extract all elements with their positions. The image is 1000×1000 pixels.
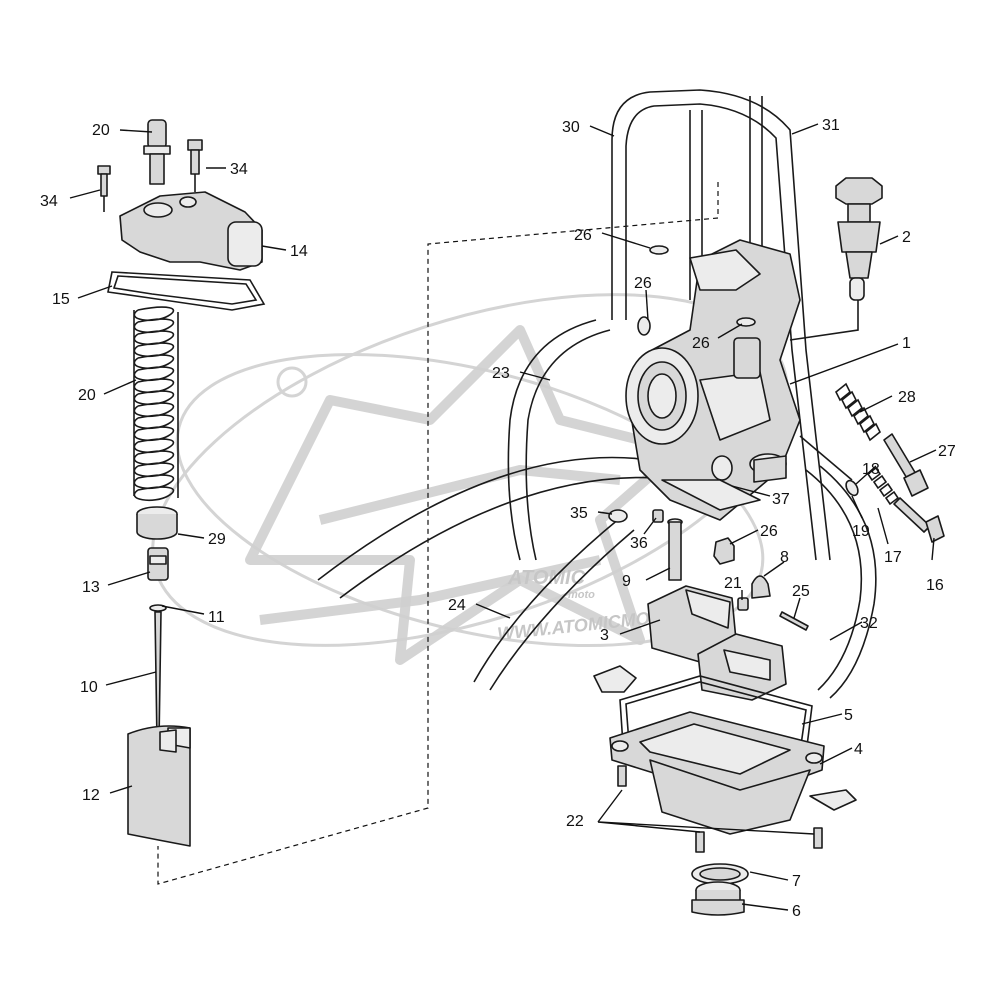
- part-14-top-cap: [119, 191, 263, 271]
- part-29-screw: [883, 433, 929, 497]
- callout-11: 11: [208, 609, 225, 626]
- part-20-spring: [133, 306, 179, 502]
- watermark-brand: ATOMIC: [507, 567, 586, 589]
- callout-26-mid: 26: [634, 275, 652, 292]
- part-31-retainer: [136, 506, 178, 540]
- part-13-needle-clip-holder: [147, 547, 169, 581]
- callout-22: 22: [566, 813, 584, 830]
- callout-9: 9: [622, 573, 631, 590]
- callout-4: 4: [854, 741, 863, 758]
- part-9-needle-jet: [667, 518, 683, 581]
- part-22-screw-a: [617, 765, 627, 787]
- callout-6: 6: [792, 903, 801, 920]
- watermark-sub: moto: [568, 589, 595, 601]
- part-22-screw-b: [695, 831, 705, 853]
- callout-34-right: 34: [230, 161, 248, 178]
- callout-37: 37: [772, 491, 790, 508]
- part-17-spring: [866, 466, 900, 506]
- part-4-float-bowl: [609, 711, 857, 835]
- callout-20: 20: [78, 387, 96, 404]
- callout-2: 2: [902, 229, 911, 246]
- part-24-tube: [317, 456, 661, 691]
- callout-8: 8: [780, 549, 789, 566]
- assembly-dashed-line: [157, 182, 719, 885]
- part-33-overflow-tube: [805, 465, 877, 699]
- callout-32-right: 31: [822, 117, 840, 134]
- part-2-plunger: [789, 177, 883, 341]
- callout-14: 14: [290, 243, 308, 260]
- callout-31: 29: [208, 531, 226, 548]
- callout-36: 36: [630, 535, 648, 552]
- part-18-leader-line: [799, 435, 853, 481]
- part-34-screw-left: [97, 165, 111, 212]
- callout-34-left: 34: [40, 193, 58, 210]
- leader-lines: [69, 123, 937, 911]
- part-35-clip: [608, 509, 628, 523]
- part-25-pin: [779, 611, 809, 631]
- callout-labels: 20 34 34 14 15 20 29 13 11 10 12 30 31 2…: [40, 117, 956, 920]
- callout-23: 23: [492, 365, 510, 382]
- callout-7: 7: [792, 873, 801, 890]
- part-26-oring-left: [637, 316, 651, 336]
- part-22-screw-c: [813, 827, 823, 849]
- part-3-float-left: [647, 585, 737, 663]
- callout-28: 20: [92, 122, 110, 139]
- callout-3: 3: [600, 627, 609, 644]
- callout-10: 10: [80, 679, 98, 696]
- part-10-needle: [154, 611, 162, 743]
- part-1-carburetor-body: [625, 239, 801, 521]
- callout-19: 19: [852, 523, 870, 540]
- callout-21: 21: [724, 575, 742, 592]
- part-7-oring: [691, 863, 749, 885]
- callout-33: 32: [860, 615, 878, 632]
- part-6-drain-plug: [691, 881, 745, 916]
- callout-35: 35: [570, 505, 588, 522]
- part-float-gasket: [593, 665, 637, 693]
- callout-25: 25: [792, 583, 810, 600]
- callout-1: 1: [902, 335, 911, 352]
- part-21-screw: [737, 597, 749, 611]
- part-34-screw-right: [187, 139, 203, 192]
- part-28-bolt: [143, 119, 171, 185]
- part-15-gasket: [107, 271, 266, 311]
- callout-17: 17: [884, 549, 902, 566]
- part-3-float-right: [697, 633, 787, 701]
- callout-29: 27: [938, 443, 956, 460]
- part-23-tube: [507, 319, 611, 561]
- part-30-spring: [834, 382, 882, 442]
- part-27-jet: [713, 537, 735, 565]
- callout-5: 5: [844, 707, 853, 724]
- callout-30: 28: [898, 389, 916, 406]
- part-19-oring: [845, 479, 859, 497]
- callout-24: 24: [448, 597, 466, 614]
- callout-26-right: 26: [692, 335, 710, 352]
- callout-13: 13: [82, 579, 100, 596]
- part-26-oring-top: [649, 245, 669, 255]
- part-8-cap: [751, 575, 771, 599]
- part-12-slide: [127, 725, 191, 847]
- part-16-screw: [893, 497, 945, 543]
- callout-27: 26: [760, 523, 778, 540]
- callout-16: 16: [926, 577, 944, 594]
- callout-26-top: 26: [574, 227, 592, 244]
- callout-32-left: 30: [562, 119, 580, 136]
- callout-18: 18: [862, 461, 880, 478]
- callout-12: 12: [82, 787, 100, 804]
- callout-15: 15: [52, 291, 70, 308]
